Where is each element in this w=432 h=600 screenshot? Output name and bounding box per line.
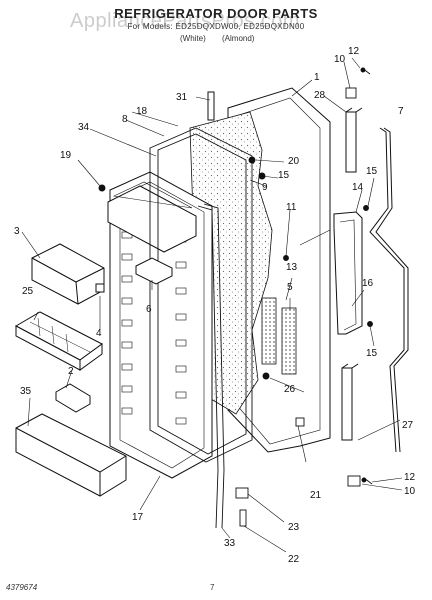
door-shelf-small bbox=[31, 243, 105, 305]
hinge-pin-bushing bbox=[295, 417, 305, 427]
watermark: AppliancePartsPros.com bbox=[70, 10, 300, 32]
hardware-fasteners bbox=[98, 67, 373, 527]
callout-13: 13 bbox=[286, 262, 298, 273]
callout-20: 20 bbox=[288, 156, 300, 167]
callout-12-bottom: 12 bbox=[404, 472, 416, 483]
diagram-title: REFRIGERATOR DOOR PARTS bbox=[114, 6, 318, 21]
page-number: 7 bbox=[210, 583, 215, 592]
callout-21: 21 bbox=[310, 490, 322, 501]
door-handle bbox=[333, 211, 363, 335]
variant-white: (White) bbox=[180, 34, 206, 43]
callout-33: 33 bbox=[224, 538, 236, 549]
egg-tray bbox=[14, 311, 103, 371]
callout-18: 18 bbox=[136, 106, 148, 117]
callout-35: 35 bbox=[20, 386, 32, 397]
callout-10-bottom: 10 bbox=[404, 486, 416, 497]
callout-15-lower: 15 bbox=[366, 348, 378, 359]
hinge-pin bbox=[239, 509, 247, 527]
callout-2: 2 bbox=[68, 366, 74, 377]
callout-19: 19 bbox=[60, 150, 72, 161]
callout-31: 31 bbox=[176, 92, 188, 103]
callout-9: 9 bbox=[262, 182, 268, 193]
callout-25: 25 bbox=[22, 286, 34, 297]
callout-17: 17 bbox=[132, 512, 144, 523]
callout-8: 8 bbox=[122, 114, 128, 125]
callout-23: 23 bbox=[288, 522, 300, 533]
door-gasket bbox=[197, 203, 225, 529]
callout-28: 28 bbox=[314, 90, 326, 101]
top-hinge-cap bbox=[345, 87, 357, 99]
upper-handle-mount bbox=[345, 107, 363, 173]
lower-handle-mount bbox=[341, 363, 359, 441]
insulation-pads bbox=[261, 297, 297, 375]
document-number: 4379674 bbox=[6, 583, 38, 592]
breaker-frame bbox=[149, 127, 253, 463]
leader-lines bbox=[21, 57, 403, 553]
callout-10-top: 10 bbox=[334, 54, 346, 65]
top-rod bbox=[207, 91, 215, 121]
bottom-hinge-cap bbox=[347, 475, 361, 487]
handle-trim-strip bbox=[369, 127, 409, 453]
callout-12-top: 12 bbox=[348, 46, 360, 57]
callout-labels: 1 2 3 4 5 6 7 8 9 10 10 11 12 12 13 14 1… bbox=[14, 46, 416, 565]
callout-5: 5 bbox=[287, 282, 293, 293]
shelf-clip bbox=[55, 383, 91, 413]
callout-4: 4 bbox=[96, 328, 102, 339]
model-list: For Models: ED25DQXDW00, ED25DQXDN00 bbox=[127, 22, 305, 31]
callout-6: 6 bbox=[146, 304, 152, 315]
variant-almond: (Almond) bbox=[222, 34, 255, 43]
callout-11: 11 bbox=[286, 202, 297, 213]
callout-34: 34 bbox=[78, 122, 90, 133]
hinge-bracket bbox=[235, 487, 249, 499]
callout-15-upper: 15 bbox=[366, 166, 378, 177]
callout-7: 7 bbox=[398, 106, 404, 117]
callout-14: 14 bbox=[352, 182, 364, 193]
callout-3: 3 bbox=[14, 226, 20, 237]
top-cover-assembly bbox=[107, 181, 197, 253]
callout-27: 27 bbox=[402, 420, 414, 431]
color-variants: (White) (Almond) bbox=[180, 34, 268, 43]
callout-1: 1 bbox=[314, 72, 320, 83]
callout-16: 16 bbox=[362, 278, 374, 289]
callout-15-left: 15 bbox=[278, 170, 290, 181]
utility-tray bbox=[135, 257, 173, 285]
callout-26: 26 bbox=[284, 384, 296, 395]
door-bin-large bbox=[15, 413, 127, 497]
callout-22: 22 bbox=[288, 554, 300, 565]
